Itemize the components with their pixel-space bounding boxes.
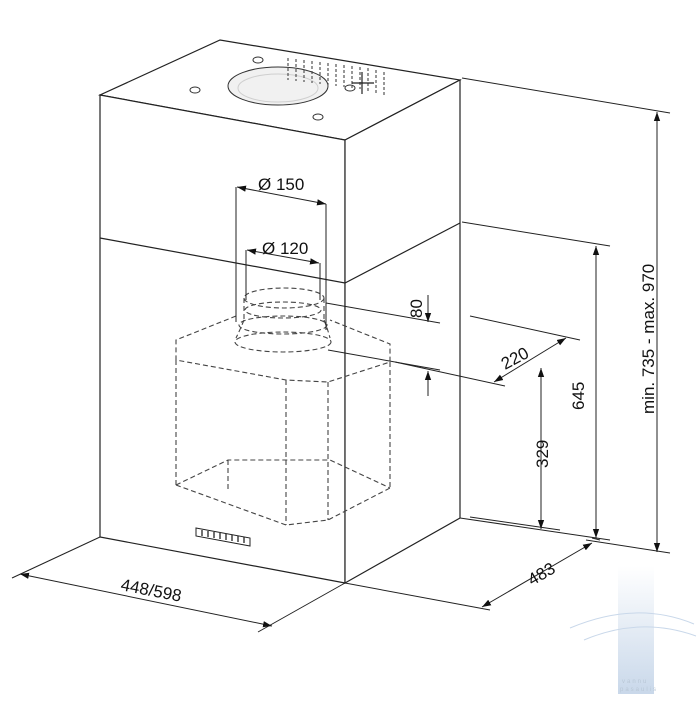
control-panel-strip xyxy=(195,527,251,547)
hood-body xyxy=(98,39,462,585)
total-height-dim xyxy=(461,77,671,554)
hood-height-dim xyxy=(469,368,561,531)
chimney-joint-line xyxy=(99,222,461,284)
outlet-depth-label: 220 xyxy=(498,343,532,373)
total-height-label: min. 735 - max. 970 xyxy=(639,264,658,414)
top-face-details xyxy=(189,56,385,121)
duct-diameter-dims xyxy=(235,185,327,330)
outlet-depth-dim xyxy=(394,315,581,387)
duct-offset-dim xyxy=(325,295,441,396)
depth-label: 483 xyxy=(525,559,559,590)
duct-offset-label: 80 xyxy=(407,299,426,318)
watermark-text-line2: pasaulis xyxy=(620,687,658,693)
inner-duct-diameter-label: Ø 120 xyxy=(262,239,308,258)
hidden-hood-canopy xyxy=(175,315,391,526)
outer-duct-diameter-label: Ø 150 xyxy=(258,175,304,194)
top-outlet-hole xyxy=(227,66,329,106)
mounting-slot xyxy=(189,56,356,121)
ventilation-slots xyxy=(287,58,385,96)
hidden-duct-adapter xyxy=(234,287,332,353)
hood-height-label: 329 xyxy=(533,440,552,468)
body-right-face xyxy=(344,79,461,585)
watermark-text-line1: vannu xyxy=(622,679,648,685)
depth-dim xyxy=(344,537,601,611)
watermark-logo: vannu pasaulis xyxy=(569,566,697,694)
lower-body-height-dim xyxy=(459,221,611,541)
width-dim xyxy=(11,536,346,633)
lower-body-height-label: 645 xyxy=(569,382,588,410)
body-front-face xyxy=(99,94,346,584)
